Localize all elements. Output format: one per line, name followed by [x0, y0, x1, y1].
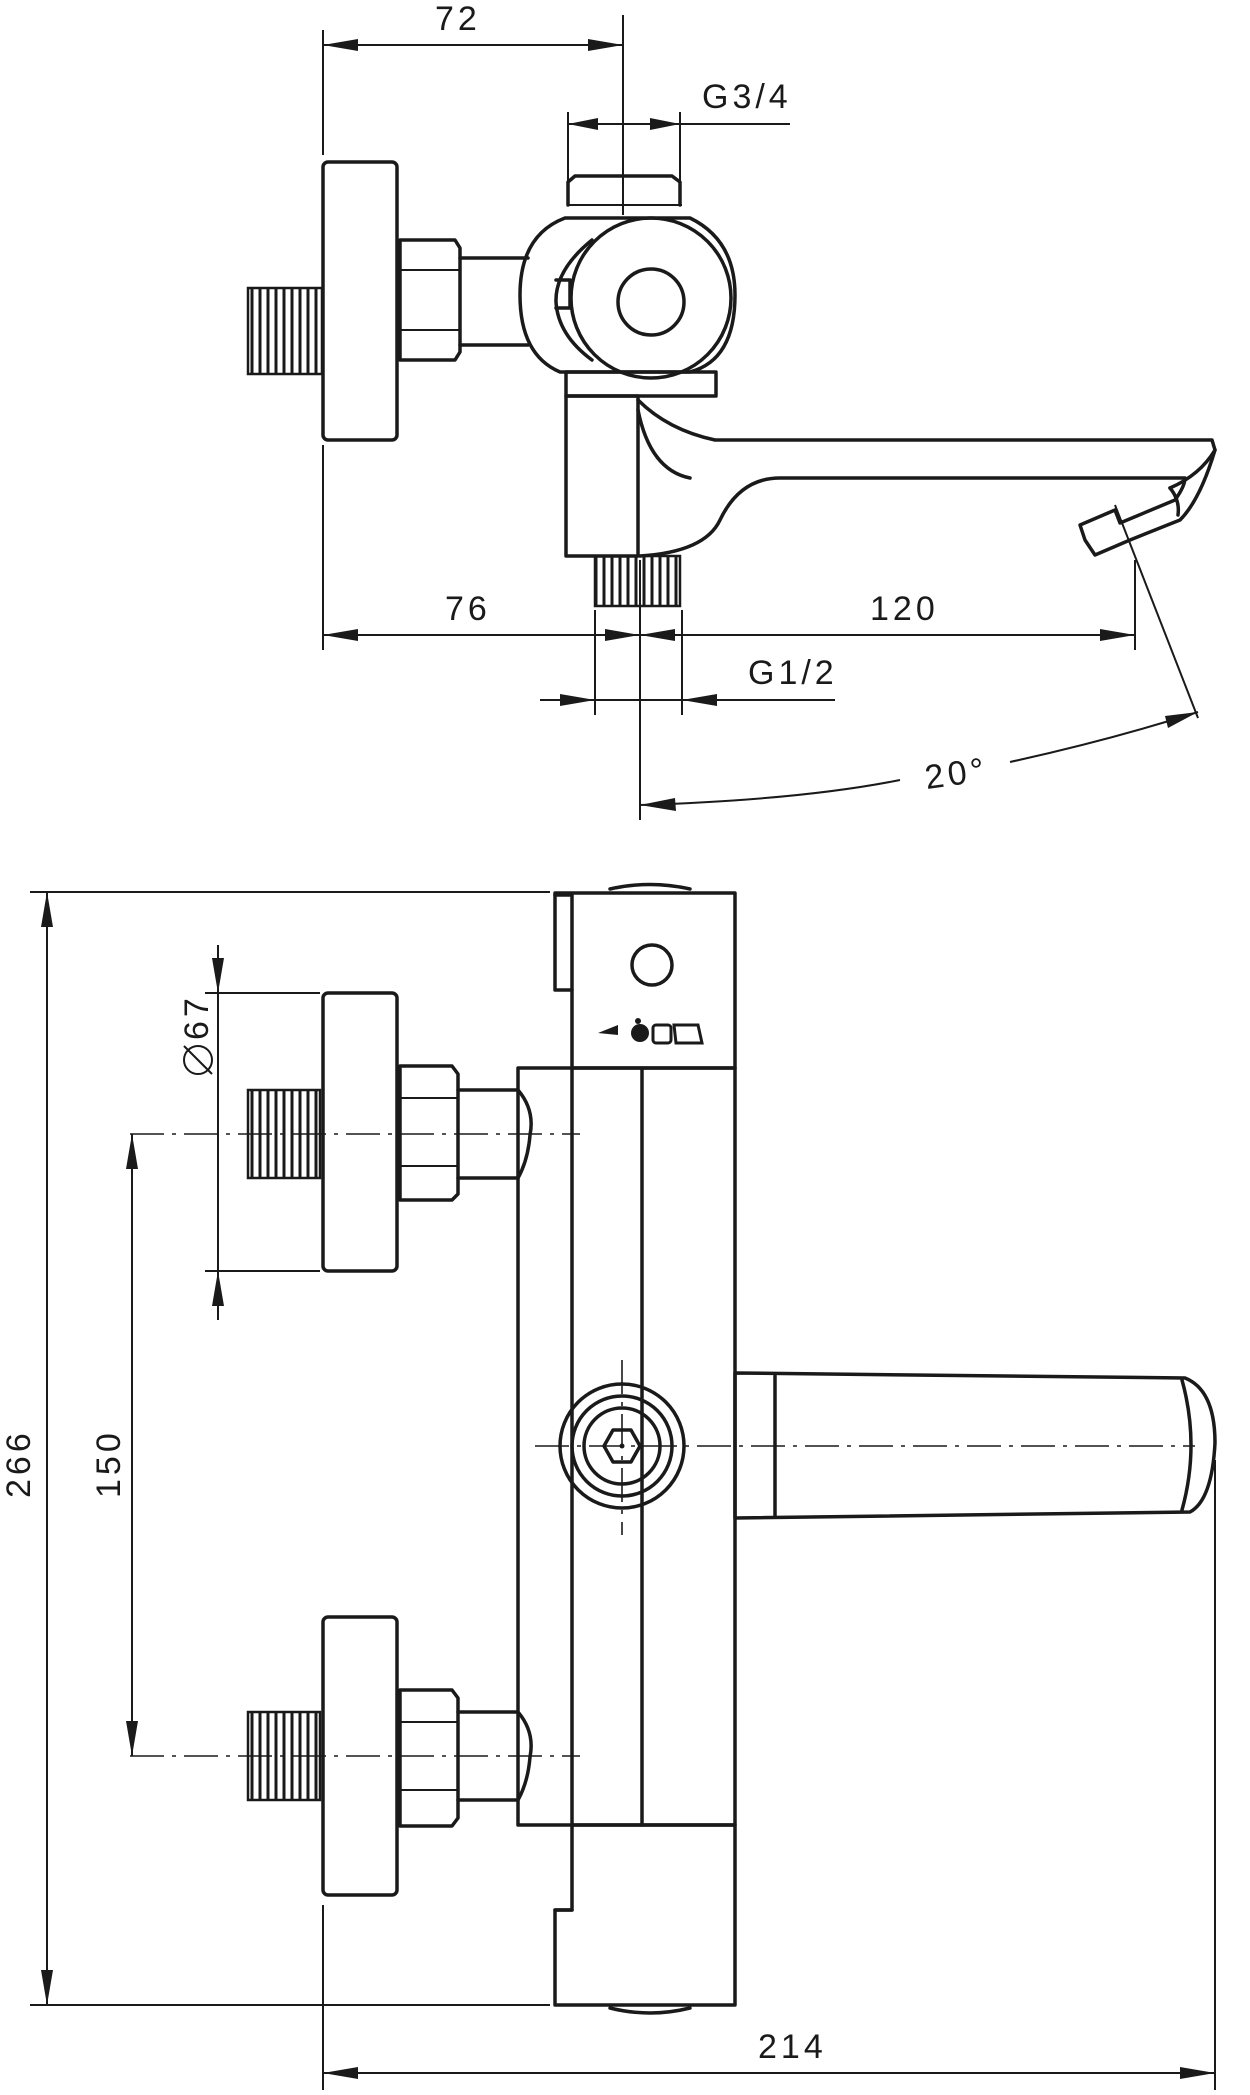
- front-view: [246, 882, 1217, 2015]
- top-eccentric-thread: [246, 286, 324, 376]
- top-eccentric-flange: [321, 160, 399, 442]
- front-spout: [733, 1371, 1217, 1520]
- dim-top-width: 72: [435, 0, 481, 38]
- center-lines: [130, 1133, 1195, 1757]
- dim-overall-height: 266: [0, 1429, 38, 1498]
- top-handle-knob: [616, 267, 686, 337]
- dim-eccentric-diameter: 67: [178, 994, 216, 1040]
- front-bottom-handle: [553, 1823, 737, 2007]
- top-spout: [636, 398, 1217, 558]
- temperature-scale-icon: [598, 1018, 704, 1045]
- front-handle-knob: [630, 943, 674, 987]
- top-mixer-body: [564, 370, 718, 398]
- dim-centers: 150: [90, 1429, 128, 1498]
- dim-overall-width: 214: [758, 2028, 827, 2066]
- front-dimensions: 266 67 150 214: [0, 891, 1216, 2090]
- dim-outlet-thread: G1/2: [748, 654, 838, 692]
- front-top-handle: [553, 891, 737, 1070]
- top-dimensions: 72 G3/4 76 120 G1/2 20°: [322, 0, 1199, 820]
- dim-top-inlet-thread: G3/4: [702, 78, 792, 116]
- diverter-hex: [602, 1428, 642, 1464]
- top-outlet-thread: [593, 554, 682, 608]
- top-view: [246, 160, 1217, 608]
- upper-eccentric-flange: [321, 991, 399, 1273]
- upper-hex-nut: [398, 1064, 460, 1202]
- dim-left-offset: 76: [445, 590, 491, 628]
- top-handle-circle: [569, 216, 733, 380]
- top-hex-nut: [398, 238, 462, 362]
- lower-hex-nut: [398, 1688, 460, 1828]
- top-valve-body: [518, 216, 737, 374]
- diameter-symbol: [183, 1045, 213, 1075]
- dim-swivel-angle: 20°: [923, 751, 991, 797]
- dim-spout-reach: 120: [870, 590, 939, 628]
